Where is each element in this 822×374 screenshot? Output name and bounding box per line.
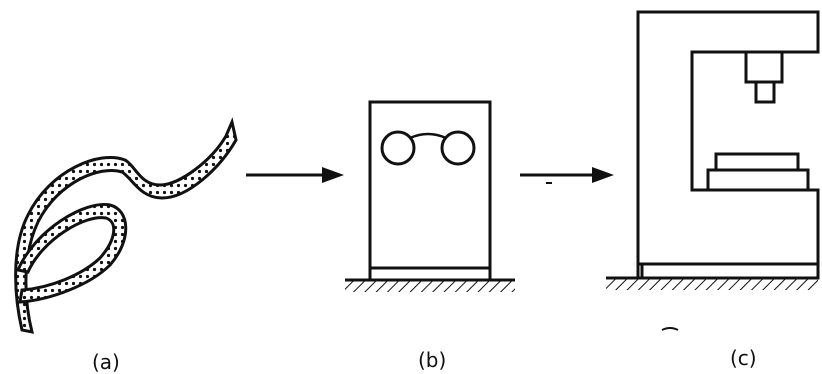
- press-ram: [744, 50, 784, 84]
- caption-a: (a): [92, 350, 120, 374]
- press-bolster: [706, 168, 810, 192]
- coiled-strip: [14, 117, 238, 334]
- press-die: [714, 152, 800, 172]
- strip-loop: [15, 202, 128, 304]
- roller-left: [380, 130, 416, 166]
- ground-hatch-b: [345, 280, 515, 292]
- press-machine: [606, 10, 820, 290]
- caption-c: (c): [730, 346, 757, 370]
- arrow-a-to-b: [246, 167, 344, 183]
- arrow-b-to-c: [520, 167, 614, 183]
- caption-b: (b): [418, 348, 447, 372]
- ground-hatch-c: [606, 278, 818, 290]
- roller-machine: [345, 100, 515, 292]
- roller-right: [440, 130, 476, 166]
- strip-tail: [14, 117, 238, 334]
- press-punch: [754, 80, 776, 104]
